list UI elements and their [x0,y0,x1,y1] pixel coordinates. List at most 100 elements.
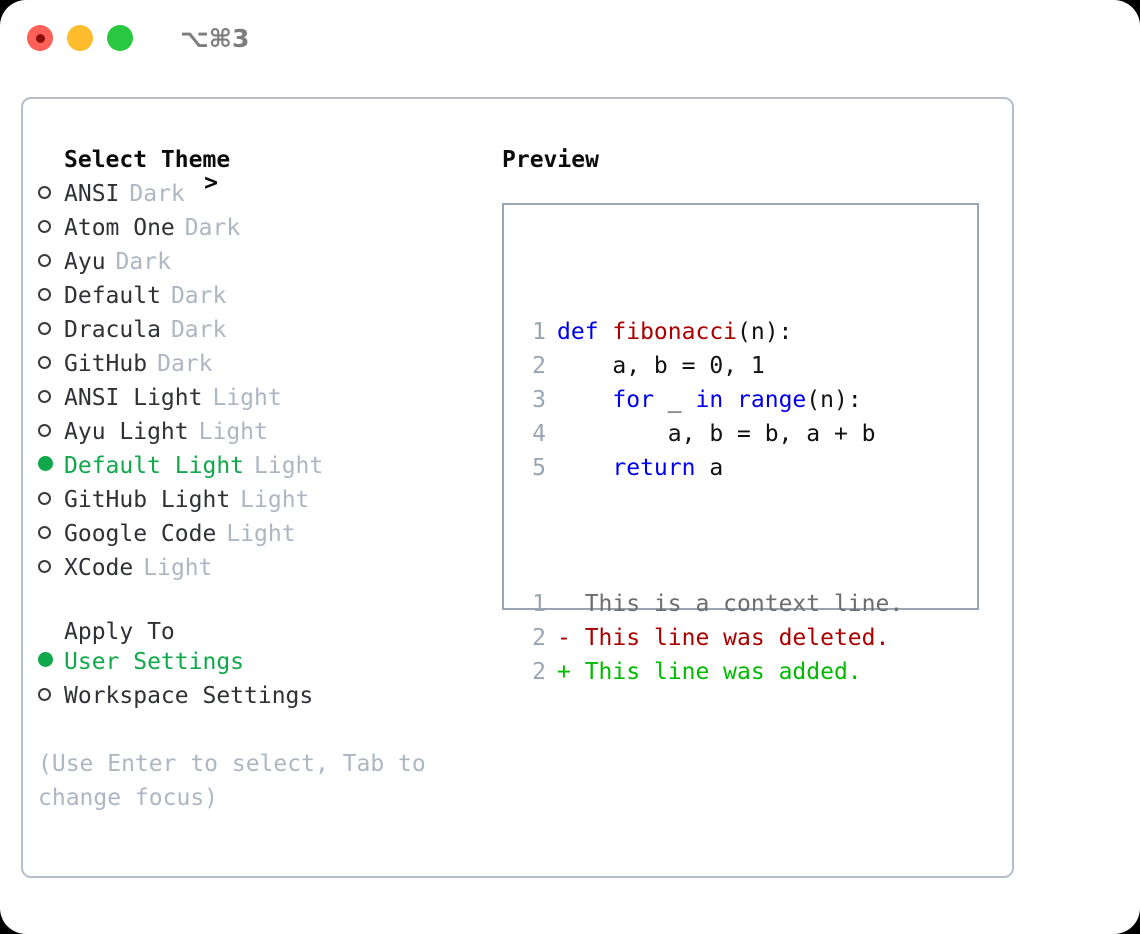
theme-option-badge: Dark [157,351,213,377]
code-line: 5 return a [516,451,903,485]
radio-unselected-icon [38,489,64,512]
radio-unselected-icon [38,353,64,376]
theme-option-label: Default [64,283,161,309]
radio-unselected-icon [38,523,64,546]
minimize-window-button[interactable] [67,25,93,51]
caret-icon: > [204,170,219,196]
diff-sign: + [557,659,571,685]
theme-option-label: Dracula [64,317,161,343]
title-bar: ⌥⌘3 [0,0,1140,76]
line-number: 2 [532,659,546,685]
code-line: 3 for _ in range(n): [516,383,903,417]
select-theme-header: > Select Theme [38,147,498,195]
code-token: range [737,387,807,413]
theme-option-label: Atom One [64,215,175,241]
traffic-lights [27,25,133,51]
theme-option-badge: Dark [170,283,227,309]
zoom-window-button[interactable] [107,25,133,51]
radio-unselected-icon [38,387,64,410]
theme-option-ansi[interactable]: ANSI Dark [38,181,498,215]
code-token [723,387,737,413]
theme-option-badge: Dark [115,249,171,275]
code-line: 2 a, b = 0, 1 [516,349,903,383]
code-token: return [612,455,696,481]
diff-text: This line was deleted. [570,625,890,651]
diff-snippet: 1 This is a context line. 2- This line wa… [516,587,903,689]
theme-option-badge: Dark [170,317,227,343]
code-token: a, b = b, a + b [557,421,876,447]
theme-option-label: GitHub Light [64,487,231,513]
theme-option-badge: Light [143,555,213,581]
apply-to-option-workspace-settings[interactable]: Workspace Settings [38,683,498,717]
theme-option-label: Ayu Light [64,419,189,445]
theme-option-badge: Light [198,419,268,445]
theme-option-badge: Dark [129,181,185,207]
radio-unselected-icon [38,217,64,240]
radio-unselected-icon [38,285,64,308]
diff-sign: - [557,625,571,651]
theme-option-label: Ayu [64,249,106,275]
keyboard-hint-text: (Use Enter to select, Tab to change focu… [38,751,426,811]
line-number: 2 [532,625,546,651]
radio-selected-icon [38,651,64,674]
theme-option-github[interactable]: GitHub Dark [38,351,498,385]
radio-selected-icon [38,455,64,478]
diff-line: 2 + This line was added. [516,655,903,689]
radio-unselected-icon [38,183,64,206]
theme-option-google-code[interactable]: Google Code Light [38,521,498,555]
theme-option-badge: Light [226,521,296,547]
code-token: a, b = 0, 1 [557,353,765,379]
preview-title: Preview [502,147,599,173]
apply-to-option-user-settings[interactable]: User Settings [38,649,498,683]
line-number: 2 [532,353,546,379]
theme-option-atom-one[interactable]: Atom One Dark [38,215,498,249]
code-token: in [695,387,724,413]
diff-sign [557,591,571,617]
diff-text: This is a context line. [570,591,904,617]
keyboard-shortcut-label: ⌥⌘3 [180,23,250,53]
code-token: (n): [806,387,862,413]
close-window-button[interactable] [27,25,53,51]
radio-unselected-icon [38,685,64,708]
theme-option-ayu[interactable]: Ayu Dark [38,249,498,283]
code-token [557,387,612,413]
theme-option-xcode[interactable]: XCode Light [38,555,498,589]
theme-option-ayu-light[interactable]: Ayu Light Light [38,419,498,453]
line-number: 4 [532,421,546,447]
theme-option-default[interactable]: Default Dark [38,283,498,317]
theme-option-badge: Light [254,453,324,479]
theme-option-github-light[interactable]: GitHub Light Light [38,487,498,521]
line-number: 3 [532,387,546,413]
theme-option-dracula[interactable]: Dracula Dark [38,317,498,351]
select-theme-header-label: Select Theme [64,147,231,173]
apply-to-label: Apply To [64,619,175,645]
line-number: 1 [532,319,546,345]
theme-option-label: Google Code [64,521,217,547]
code-token: (n): [737,319,793,345]
theme-option-badge: Light [240,487,310,513]
diff-text: This line was added. [570,659,862,685]
theme-option-badge: Dark [184,215,241,241]
theme-option-label: ANSI Light [64,385,203,411]
theme-option-label: XCode [64,555,134,581]
apply-to-option-label: Workspace Settings [64,683,314,709]
radio-unselected-icon [38,557,64,580]
code-line: 4 a, b = b, a + b [516,417,903,451]
code-token: _ [653,387,696,413]
code-token: for [612,387,654,413]
code-token [557,455,612,481]
diff-line: 1 This is a context line. [516,587,903,621]
theme-option-label: ANSI [64,181,120,207]
theme-option-label: GitHub [64,351,148,377]
